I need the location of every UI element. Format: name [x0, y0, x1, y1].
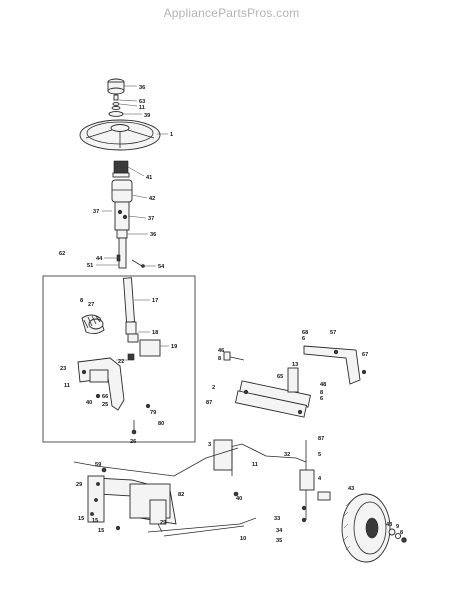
part-label: 8 [218, 356, 221, 362]
part-label: 22 [118, 359, 124, 365]
part-label: 11 [139, 105, 145, 111]
steering-support-plate [77, 357, 151, 435]
part-label: 46 [218, 348, 224, 354]
part-label: 51 [87, 263, 93, 269]
steering-wheel [79, 119, 161, 151]
part-label: 39 [144, 113, 150, 119]
watermark: AppliancePartsPros.com [163, 6, 300, 20]
lower-bracket [149, 499, 167, 533]
part-label: 87 [206, 400, 212, 406]
part-label: 6 [302, 336, 305, 342]
axle-bracket [287, 345, 367, 393]
part-label: 43 [348, 486, 354, 492]
steering-column-upper [111, 179, 133, 239]
front-wheel [317, 491, 407, 563]
leader-lines [96, 85, 169, 361]
part-label: 5 [318, 452, 321, 458]
part-label: 8 [80, 298, 83, 304]
part-label: 63 [139, 99, 145, 105]
steering-gear-segment [81, 314, 105, 335]
part-label: 25 [102, 402, 108, 408]
part-label: 19 [171, 344, 177, 350]
part-label: 79 [150, 410, 156, 416]
part-label: 80 [158, 421, 164, 427]
part-label: 65 [277, 374, 283, 380]
part-number-labels: 36 63 11 39 1 41 42 37 37 36 62 44 51 54… [59, 85, 403, 544]
part-label: 48 [320, 382, 326, 388]
steering-adapter [112, 160, 130, 178]
part-label: 66 [102, 394, 108, 400]
part-label: 62 [59, 251, 65, 257]
part-label: 15 [98, 528, 104, 534]
part-label: 57 [330, 330, 336, 336]
part-label: 8 [320, 390, 323, 396]
part-label: 2 [212, 385, 215, 391]
part-label: 6 [320, 396, 323, 402]
part-label: 17 [152, 298, 158, 304]
part-label: 13 [292, 362, 298, 368]
pivot-bar-assembly [223, 351, 312, 418]
part-label: 37 [148, 216, 154, 222]
part-label: 29 [160, 520, 166, 526]
part-label: 10 [240, 536, 246, 542]
part-label: 33 [274, 516, 280, 522]
part-label: 27 [88, 302, 94, 308]
part-label: 42 [149, 196, 155, 202]
part-label: 41 [146, 175, 152, 181]
part-label: 11 [252, 462, 258, 468]
steering-wheel-cap [107, 78, 125, 95]
inset-frame [42, 275, 196, 443]
part-label: 59 [95, 462, 101, 468]
part-label: 54 [158, 264, 165, 270]
part-label: 8 [400, 530, 403, 536]
part-label: 18 [152, 330, 158, 336]
steering-shaft [122, 277, 161, 361]
part-label: 82 [178, 492, 184, 498]
part-label: 36 [139, 85, 145, 91]
part-label: 29 [76, 482, 82, 488]
tie-rod-assembly [213, 439, 315, 523]
part-label: 3 [208, 442, 211, 448]
part-label: 67 [362, 352, 368, 358]
part-label: 36 [150, 232, 156, 238]
small-hardware-stack [108, 94, 124, 117]
part-label: 23 [60, 366, 66, 372]
part-label: 15 [92, 518, 98, 524]
part-label: 40 [236, 496, 242, 502]
part-label: 34 [276, 528, 283, 534]
part-label: 15 [78, 516, 84, 522]
part-label: 9 [396, 524, 399, 530]
steering-column-lower [116, 237, 145, 269]
part-label: 37 [93, 209, 99, 215]
part-label: 26 [130, 439, 136, 445]
part-label: 43 [386, 522, 392, 528]
part-label: 44 [96, 256, 103, 262]
part-label: 35 [276, 538, 282, 544]
part-label: 68 [302, 330, 308, 336]
part-label: 32 [284, 452, 290, 458]
part-label: 1 [170, 132, 173, 138]
part-label: 4 [318, 476, 322, 482]
part-label: 87 [318, 436, 324, 442]
part-label: 11 [64, 383, 70, 389]
part-label: 40 [86, 400, 92, 406]
